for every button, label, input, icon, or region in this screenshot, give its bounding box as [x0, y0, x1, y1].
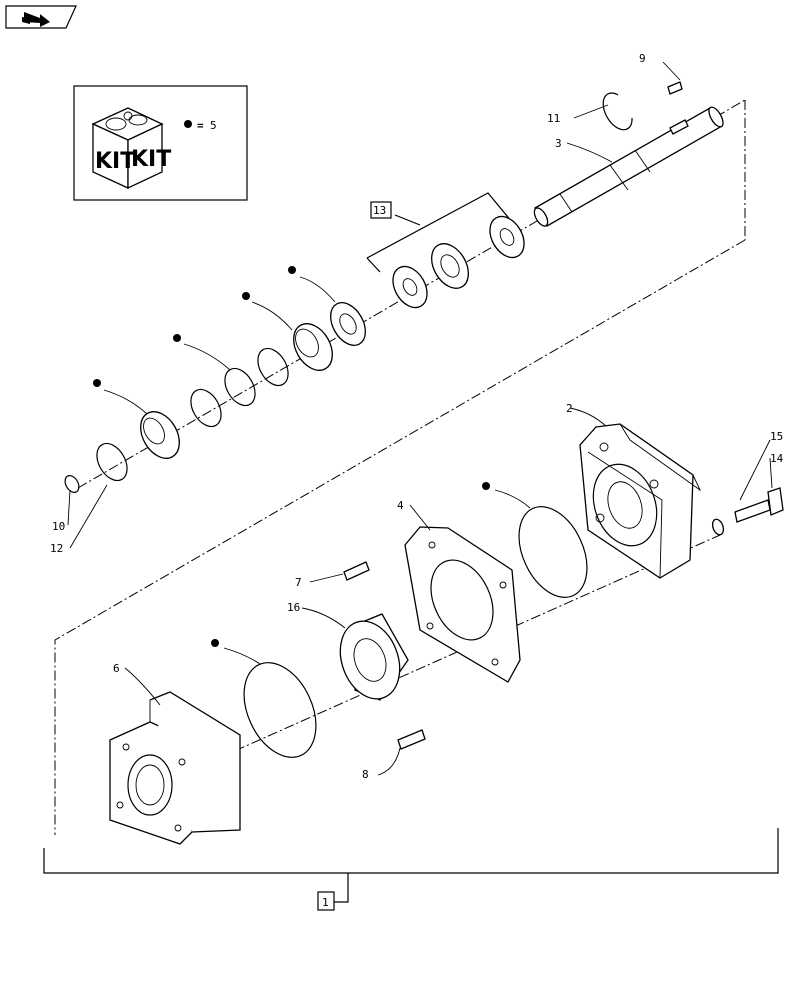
bullet-icon: [93, 379, 101, 387]
bullet-icon: [184, 120, 192, 128]
callout-13: 13: [373, 204, 386, 217]
gear-set: [339, 613, 409, 701]
dowel-pin-7: [343, 561, 370, 581]
callout-1: 1: [322, 896, 329, 909]
callout-3: 3: [555, 137, 562, 150]
callout-8: 8: [362, 768, 369, 781]
callout-12: 12: [50, 542, 63, 555]
bearing-stack: [64, 302, 366, 493]
kit-icon: KIT KIT: [91, 107, 171, 190]
dowel-pin-8: [397, 729, 426, 750]
key: [667, 81, 683, 95]
bullet-icon: [242, 292, 250, 300]
rear-cover: [579, 423, 702, 579]
kit-legend-box: KIT KIT = 5: [73, 85, 248, 201]
callout-7: 7: [295, 576, 302, 589]
o-ring-right: [518, 506, 588, 598]
legend-equals: =: [197, 119, 204, 132]
legend-value: 5: [210, 119, 217, 132]
callout-10: 10: [52, 520, 65, 533]
bullet-icon: [482, 482, 490, 490]
callout-labels: 2 3 4 6 7 8 9 10 11 12 14 15 16: [50, 52, 784, 781]
kit-13-bracket: 13: [366, 192, 513, 273]
callout-15: 15: [770, 430, 783, 443]
callout-6: 6: [113, 662, 120, 675]
assembly-bracket: 1: [43, 828, 779, 911]
leader-lines: [67, 61, 773, 776]
thrust-bearing-set: [392, 215, 525, 309]
kit-bullets: [93, 266, 490, 647]
bullet-icon: [288, 266, 296, 274]
shaft: [533, 106, 724, 227]
front-flange: [109, 691, 241, 845]
callout-16: 16: [287, 601, 300, 614]
bullet-icon: [211, 639, 219, 647]
kit-label-left: KIT: [95, 149, 135, 174]
navigation-arrow-icon[interactable]: [5, 5, 77, 29]
callout-11: 11: [547, 112, 560, 125]
cap-screw: [711, 487, 784, 536]
bullet-icon: [173, 334, 181, 342]
snap-ring-11: [602, 92, 633, 131]
callout-2: 2: [566, 402, 573, 415]
kit-label-right: KIT: [131, 147, 171, 172]
callout-9: 9: [639, 52, 646, 65]
callout-4: 4: [397, 499, 404, 512]
o-ring-left: [243, 662, 317, 758]
gear-housing: [404, 526, 521, 683]
callout-14: 14: [770, 452, 784, 465]
